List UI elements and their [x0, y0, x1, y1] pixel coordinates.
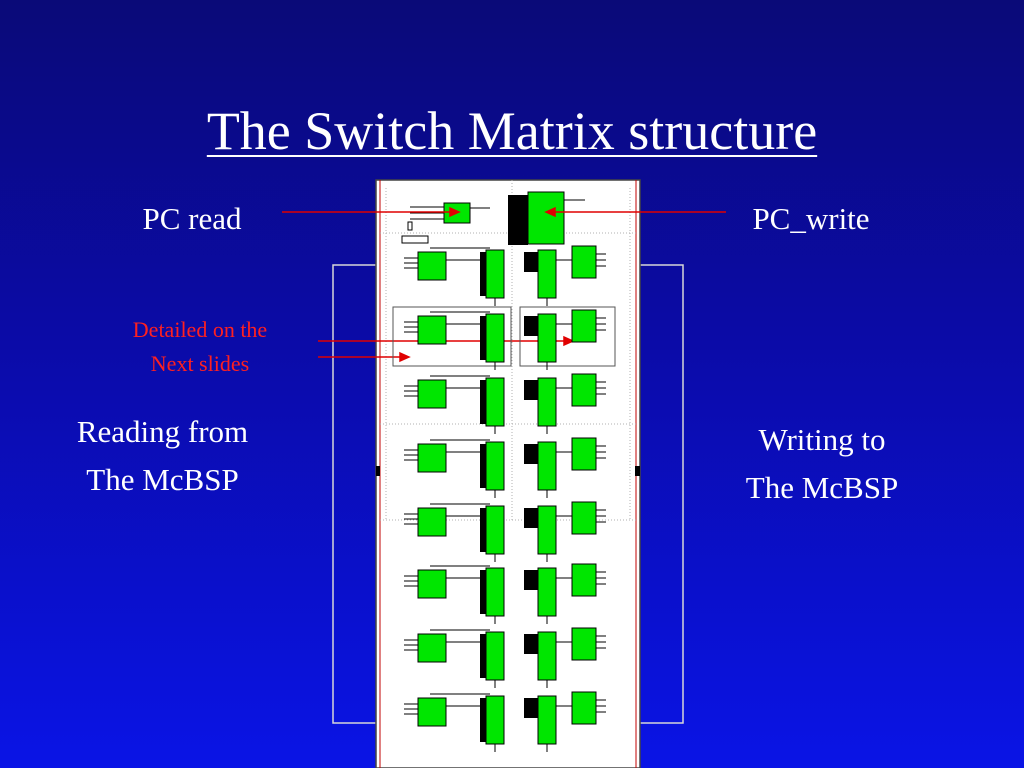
write-pins	[524, 698, 538, 718]
write-pins	[524, 316, 538, 336]
read-block	[417, 633, 447, 663]
read-mux-pins	[480, 570, 486, 614]
write-mux-block	[537, 313, 557, 363]
read-mux-block	[485, 377, 505, 427]
sheet-marker-right	[635, 466, 640, 476]
read-mux-block	[485, 505, 505, 555]
read-mux-block	[485, 631, 505, 681]
read-mux-block	[485, 249, 505, 299]
read-block	[417, 569, 447, 599]
write-block	[571, 563, 597, 597]
detail-box-read	[392, 306, 512, 367]
write-mux-block	[537, 377, 557, 427]
write-mux-block	[537, 249, 557, 299]
write-block	[571, 691, 597, 725]
left-bracket	[332, 264, 376, 724]
write-mux-block	[537, 631, 557, 681]
pc-write-label: PC_write	[752, 201, 870, 236]
right-bracket	[640, 264, 684, 724]
detail-note: Detailed on the Next slides	[100, 313, 300, 381]
detail-arrowhead-right	[563, 335, 575, 347]
write-pins	[524, 508, 538, 528]
write-block	[571, 245, 597, 279]
read-mux-block	[485, 313, 505, 363]
detail-note-line1: Detailed on the	[132, 317, 268, 342]
read-block	[417, 697, 447, 727]
read-mux-pins	[480, 634, 486, 678]
write-block	[571, 373, 597, 407]
write-block	[571, 627, 597, 661]
read-block	[417, 443, 447, 473]
reading-label-line1: Reading from	[76, 414, 249, 449]
reading-label-line2: The McBSP	[86, 462, 239, 497]
read-mux-block	[485, 441, 505, 491]
writing-label-line2: The McBSP	[745, 470, 899, 505]
slide-title: The Switch Matrix structure	[206, 101, 818, 161]
read-block	[417, 251, 447, 281]
read-mux-pins	[480, 444, 486, 488]
write-pins	[524, 252, 538, 272]
detail-note-line2: Next slides	[150, 351, 250, 376]
read-mux-pins	[480, 698, 486, 742]
read-block	[417, 379, 447, 409]
write-block	[571, 309, 597, 343]
write-block	[571, 437, 597, 471]
read-mux-block	[485, 567, 505, 617]
write-block	[571, 501, 597, 535]
write-pins	[524, 570, 538, 590]
read-mux-block	[485, 695, 505, 745]
pc-write-arrowhead	[544, 206, 556, 218]
reading-label: Reading from The McBSP	[40, 408, 285, 504]
read-block	[417, 507, 447, 537]
channel-rows	[404, 245, 606, 752]
write-mux-block	[537, 567, 557, 617]
write-mux-block	[537, 695, 557, 745]
write-mux-block	[537, 441, 557, 491]
detail-arrowhead-left	[399, 351, 411, 363]
writing-label-line1: Writing to	[758, 422, 886, 457]
write-pins	[524, 634, 538, 654]
writing-label: Writing to The McBSP	[712, 416, 932, 512]
pc-read-label: PC read	[142, 201, 242, 236]
read-mux-pins	[480, 316, 486, 360]
write-pins	[524, 380, 538, 400]
pc-write-block	[508, 191, 585, 245]
write-pins	[524, 444, 538, 464]
read-mux-pins	[480, 252, 486, 296]
sheet-marker-left	[376, 466, 380, 476]
read-mux-pins	[480, 380, 486, 424]
read-block	[417, 315, 447, 345]
write-mux-block	[537, 505, 557, 555]
detail-box-write	[519, 306, 616, 367]
read-mux-pins	[480, 508, 486, 552]
pc-read-arrowhead	[449, 206, 461, 218]
